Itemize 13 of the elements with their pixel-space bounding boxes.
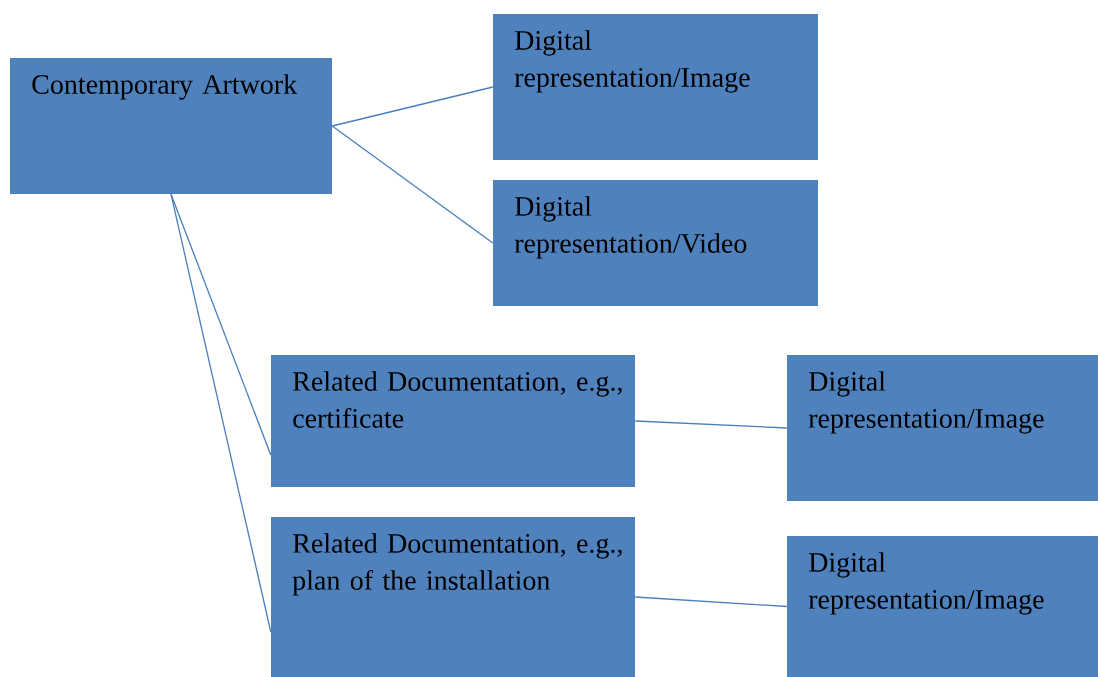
connector-line xyxy=(634,420,788,429)
process-box: Digital representation/Image xyxy=(787,355,1098,501)
process-box: Related Documentation, e.g., certificate xyxy=(271,355,635,487)
connector-line xyxy=(170,193,272,456)
process-box: Contemporary Artwork xyxy=(10,58,332,194)
process-box: Related Documentation, e.g., plan of the installation xyxy=(271,517,635,677)
connector-line xyxy=(331,125,494,244)
process-box: Digital representation/Image xyxy=(787,536,1098,677)
process-box: Digital representation/Video xyxy=(493,180,818,306)
connector-line xyxy=(634,596,788,608)
process-box: Digital representation/Image xyxy=(493,14,818,160)
connector-line xyxy=(170,193,272,633)
connector-line xyxy=(331,86,494,127)
